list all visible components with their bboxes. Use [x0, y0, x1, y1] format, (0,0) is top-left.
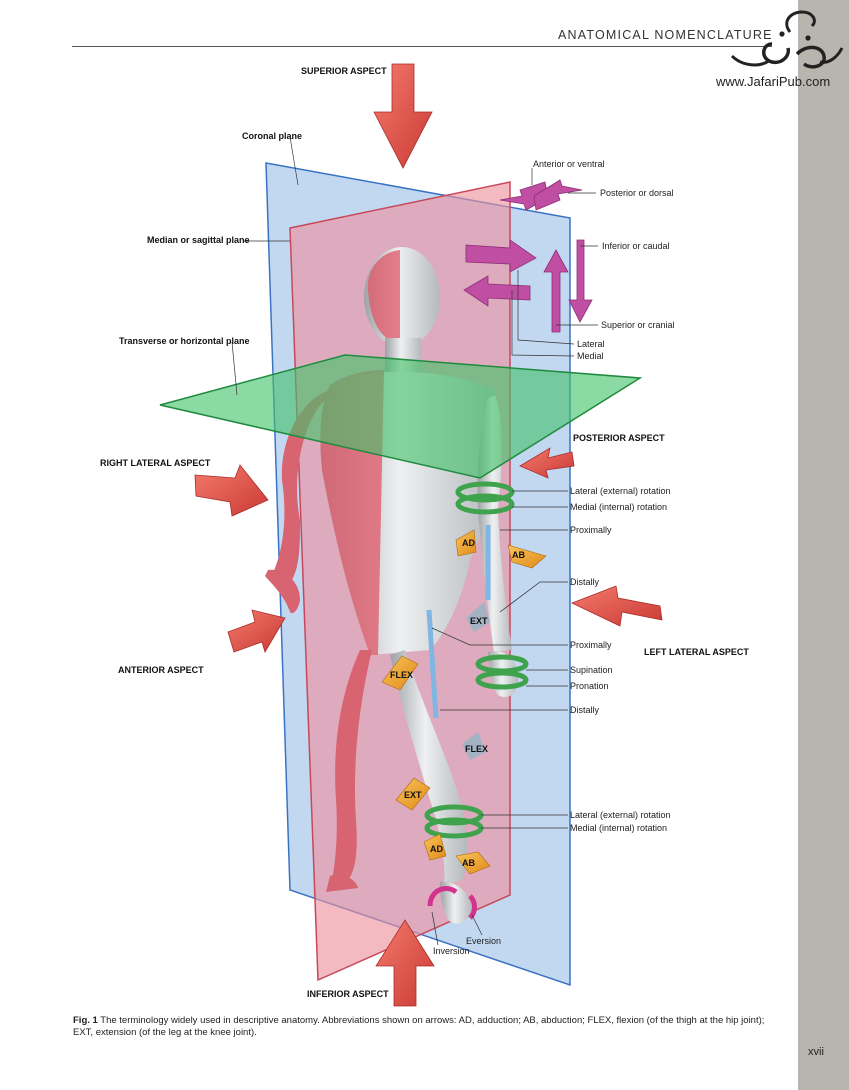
label-right-lateral-aspect: RIGHT LATERAL ASPECT [100, 458, 211, 468]
page-edge-strip [798, 0, 849, 1090]
right-lateral-aspect-arrow [194, 464, 269, 517]
label-median-plane: Median or sagittal plane [147, 235, 250, 245]
figure-caption: Fig. 1 The terminology widely used in de… [73, 1015, 773, 1039]
arrow-tag-labels: AD AB FLEX EXT AD AB EXT FLEX [390, 538, 525, 868]
label-posterior-aspect: POSTERIOR ASPECT [573, 433, 665, 443]
label-leg-lateral-rotation: Lateral (external) rotation [570, 810, 671, 820]
label-anterior-ventral: Anterior or ventral [533, 159, 605, 169]
label-posterior-dorsal: Posterior or dorsal [600, 188, 674, 198]
caption-text: The terminology widely used in descripti… [73, 1015, 765, 1038]
tag-ext-leg: EXT [404, 790, 422, 800]
leader-lines [231, 136, 598, 946]
left-lateral-aspect-arrow [570, 585, 663, 627]
caption-label: Fig. 1 [73, 1015, 98, 1026]
label-pronation: Pronation [570, 681, 609, 691]
label-left-lateral-aspect: LEFT LATERAL ASPECT [644, 647, 749, 657]
label-transverse-plane: Transverse or horizontal plane [119, 336, 250, 346]
proximal-distal-axes [426, 525, 491, 719]
foot-inversion-eversion-arrows [427, 886, 477, 920]
anterior-aspect-arrow [227, 609, 286, 653]
header-rule [72, 46, 772, 47]
superior-aspect-arrow [373, 63, 433, 169]
label-leg-medial-rotation: Medial (internal) rotation [570, 823, 667, 833]
tag-ad-arm: AD [462, 538, 475, 548]
label-supination: Supination [570, 665, 613, 675]
label-superior-aspect: SUPERIOR ASPECT [301, 66, 387, 76]
label-leg-distally: Distally [570, 705, 600, 715]
running-header: ANATOMICAL NOMENCLATURE [558, 28, 773, 42]
label-anterior-aspect: ANTERIOR ASPECT [118, 665, 204, 675]
label-superior-cranial: Superior or cranial [601, 320, 675, 330]
label-inversion: Inversion [433, 946, 470, 956]
tag-flex: FLEX [390, 670, 413, 680]
tag-flex-leg: FLEX [465, 744, 488, 754]
label-arm-lateral-rotation: Lateral (external) rotation [570, 486, 671, 496]
label-medial: Medial [577, 351, 604, 361]
tag-ab-leg: AB [462, 858, 475, 868]
inferior-aspect-arrow [375, 919, 435, 1007]
label-inferior-caudal: Inferior or caudal [602, 241, 670, 251]
orange-tag-arrows [381, 529, 547, 875]
publisher-logo [730, 10, 844, 69]
page-number: xvii [808, 1046, 824, 1058]
posterior-aspect-arrow [519, 447, 575, 479]
direction-arrows [463, 179, 593, 333]
tag-ab-arm: AB [512, 550, 525, 560]
label-inferior-aspect: INFERIOR ASPECT [307, 989, 389, 999]
label-arm-proximally: Proximally [570, 525, 612, 535]
tag-ext-arm: EXT [470, 616, 488, 626]
label-eversion: Eversion [466, 936, 501, 946]
label-leg-proximally: Proximally [570, 640, 612, 650]
arm-rotation-arrows [455, 481, 529, 690]
transverse-plane [159, 354, 643, 479]
label-arm-distally: Distally [570, 577, 600, 587]
label-lateral: Lateral [577, 339, 605, 349]
watermark-url: www.JafariPub.com [716, 74, 831, 89]
label-coronal-plane: Coronal plane [242, 131, 302, 141]
label-arm-medial-rotation: Medial (internal) rotation [570, 502, 667, 512]
tag-ad-leg: AD [430, 844, 443, 854]
